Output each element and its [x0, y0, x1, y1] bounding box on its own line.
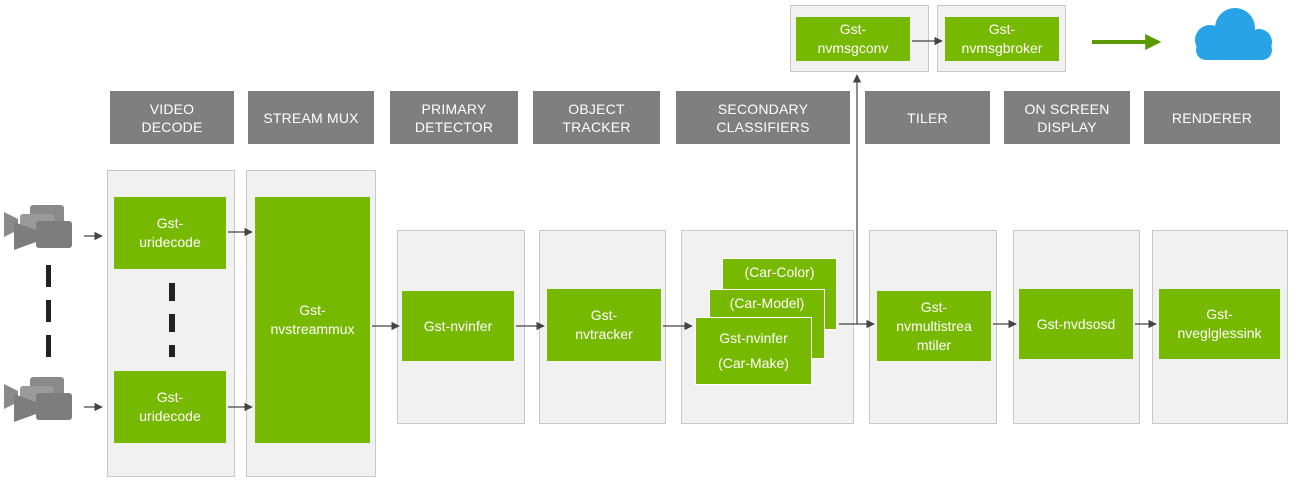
element-label-line1: Gst- — [299, 302, 326, 318]
element-label-line1: Gst- — [1206, 306, 1233, 322]
ellipsis-dash — [46, 265, 51, 287]
stage-label-line2: DISPLAY — [1037, 118, 1097, 135]
stage-label-line2: DECODE — [141, 118, 203, 135]
stage-header-stream-mux: STREAM MUX — [248, 91, 374, 144]
cloud-icon — [1195, 8, 1272, 60]
element-label-line1: Gst-nvinfer — [719, 330, 788, 346]
stage-label-line1: PRIMARY — [421, 100, 487, 117]
stage-label-line2: CLASSIFIERS — [716, 118, 810, 135]
streammux-box: Gst- nvstreammux — [255, 197, 370, 443]
element-label-line1: Gst- — [839, 21, 867, 37]
element-label-line2: nvstreammux — [270, 321, 355, 337]
stage-label-line1: SECONDARY — [717, 100, 809, 117]
ellipsis-dash — [46, 300, 51, 322]
car-make-box: Gst-nvinfer (Car-Make) — [695, 317, 812, 385]
element-label-line2: uridecode — [139, 234, 201, 250]
ellipsis-dash — [169, 314, 175, 332]
stage-label-line1: TILER — [907, 109, 948, 126]
element-label-line1: Gst- — [590, 307, 618, 323]
uridecode-box-top: Gst- uridecode — [114, 197, 226, 269]
element-label-line2: nvmsgbroker — [961, 40, 1043, 56]
element-label-line2: nvtracker — [575, 326, 633, 342]
element-label-line1: Gst- — [988, 21, 1016, 37]
element-label-line1: (Car-Color) — [744, 264, 815, 280]
nvtracker-box: Gst- nvtracker — [547, 289, 661, 361]
camera-icon — [4, 377, 72, 422]
stage-label-line1: VIDEO — [149, 100, 195, 117]
element-label-line2: nveglglessink — [1177, 325, 1262, 341]
stage-label-line1: RENDERER — [1171, 109, 1253, 126]
nvinfer-box: Gst-nvinfer — [402, 291, 514, 361]
msgbroker-box: Gst- nvmsgbroker — [945, 17, 1059, 61]
ellipsis-dash — [46, 335, 51, 357]
stage-header-renderer: RENDERER — [1144, 91, 1280, 144]
element-label-line3: mtiler — [916, 336, 952, 353]
msgconv-box: Gst- nvmsgconv — [796, 17, 910, 61]
element-label-line2: (Car-Make) — [718, 355, 789, 371]
element-label-line2: nvmsgconv — [817, 40, 889, 56]
element-label-line1: Gst-nvinfer — [423, 317, 493, 334]
element-label-line1: Gst- — [156, 389, 184, 405]
element-label-line1: Gst- — [920, 298, 948, 315]
stage-label-line1: STREAM MUX — [263, 109, 359, 126]
ellipsis-dash — [169, 283, 175, 301]
stage-header-tiler: TILER — [865, 91, 990, 144]
element-label-line1: Gst- — [156, 215, 184, 231]
stage-label-line2: DETECTOR — [414, 118, 494, 135]
element-label-line1: Gst-nvdsosd — [1036, 315, 1116, 332]
element-label-line1: (Car-Model) — [729, 295, 805, 311]
element-label-line2: nvmultistrea — [896, 317, 972, 334]
uridecode-box-bottom: Gst- uridecode — [114, 371, 226, 443]
element-label-line2: uridecode — [139, 408, 201, 424]
nveglglessink-box: Gst- nveglglessink — [1159, 289, 1280, 359]
stage-label-line1: OBJECT — [568, 100, 625, 117]
nvdsosd-box: Gst-nvdsosd — [1019, 289, 1133, 359]
stage-label-line1: ON SCREEN — [1024, 100, 1110, 117]
stage-label-line2: TRACKER — [562, 118, 631, 135]
camera-icon — [4, 205, 72, 250]
ellipsis-dash — [169, 345, 175, 357]
multistreamtiler-box: Gst- nvmultistrea mtiler — [877, 291, 991, 361]
